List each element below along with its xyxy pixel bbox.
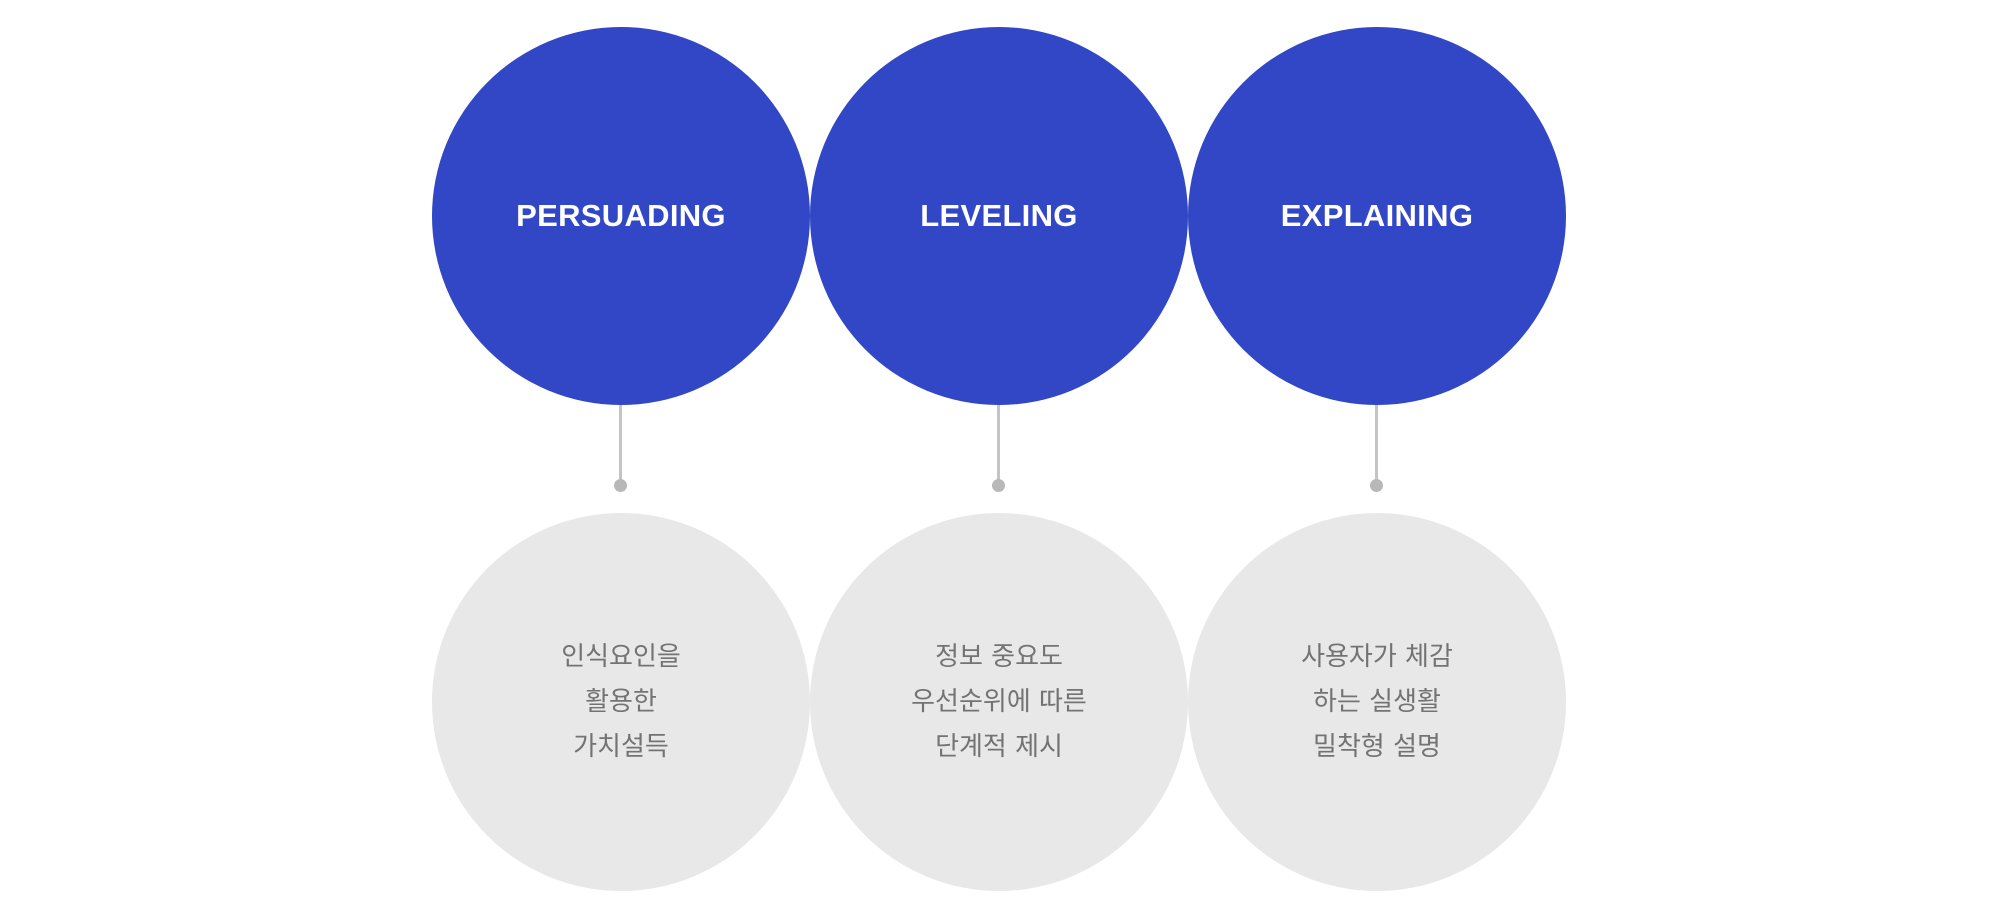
concept-circle-explaining: EXPLAINING — [1188, 27, 1566, 405]
concept-title: PERSUADING — [516, 198, 726, 233]
connector-dot — [1370, 479, 1383, 492]
description-line: 우선순위에 따른 — [911, 686, 1087, 717]
description-circle-explaining: 사용자가 체감 하는 실생활 밀착형 설명 — [1188, 513, 1566, 891]
description-line: 사용자가 체감 — [1301, 641, 1453, 672]
concept-column-leveling: LEVELING 정보 중요도 우선순위에 따른 단계적 제시 — [810, 27, 1188, 892]
description-text: 사용자가 체감 하는 실생활 밀착형 설명 — [1301, 635, 1453, 770]
connector-dot — [614, 479, 627, 492]
concept-title: EXPLAINING — [1280, 198, 1474, 233]
description-line: 인식요인을 — [561, 641, 681, 672]
description-circle-persuading: 인식요인을 활용한 가치설득 — [432, 513, 810, 891]
description-line: 가치설득 — [573, 731, 669, 762]
concept-column-explaining: EXPLAINING 사용자가 체감 하는 실생활 밀착형 설명 — [1188, 27, 1566, 892]
description-line: 단계적 제시 — [935, 731, 1063, 762]
description-line: 하는 실생활 — [1313, 686, 1441, 717]
concept-circle-persuading: PERSUADING — [432, 27, 810, 405]
description-line: 활용한 — [585, 686, 657, 717]
description-circle-leveling: 정보 중요도 우선순위에 따른 단계적 제시 — [810, 513, 1188, 891]
connector-line — [619, 405, 622, 484]
connector-line — [1375, 405, 1378, 484]
description-text: 인식요인을 활용한 가치설득 — [561, 635, 681, 770]
connector-dot — [992, 479, 1005, 492]
description-line: 정보 중요도 — [935, 641, 1063, 672]
concept-column-persuading: PERSUADING 인식요인을 활용한 가치설득 — [432, 27, 810, 892]
description-text: 정보 중요도 우선순위에 따른 단계적 제시 — [911, 635, 1087, 770]
description-line: 밀착형 설명 — [1313, 731, 1441, 762]
connector-line — [997, 405, 1000, 484]
concept-circle-leveling: LEVELING — [810, 27, 1188, 405]
concept-title: LEVELING — [920, 198, 1078, 233]
